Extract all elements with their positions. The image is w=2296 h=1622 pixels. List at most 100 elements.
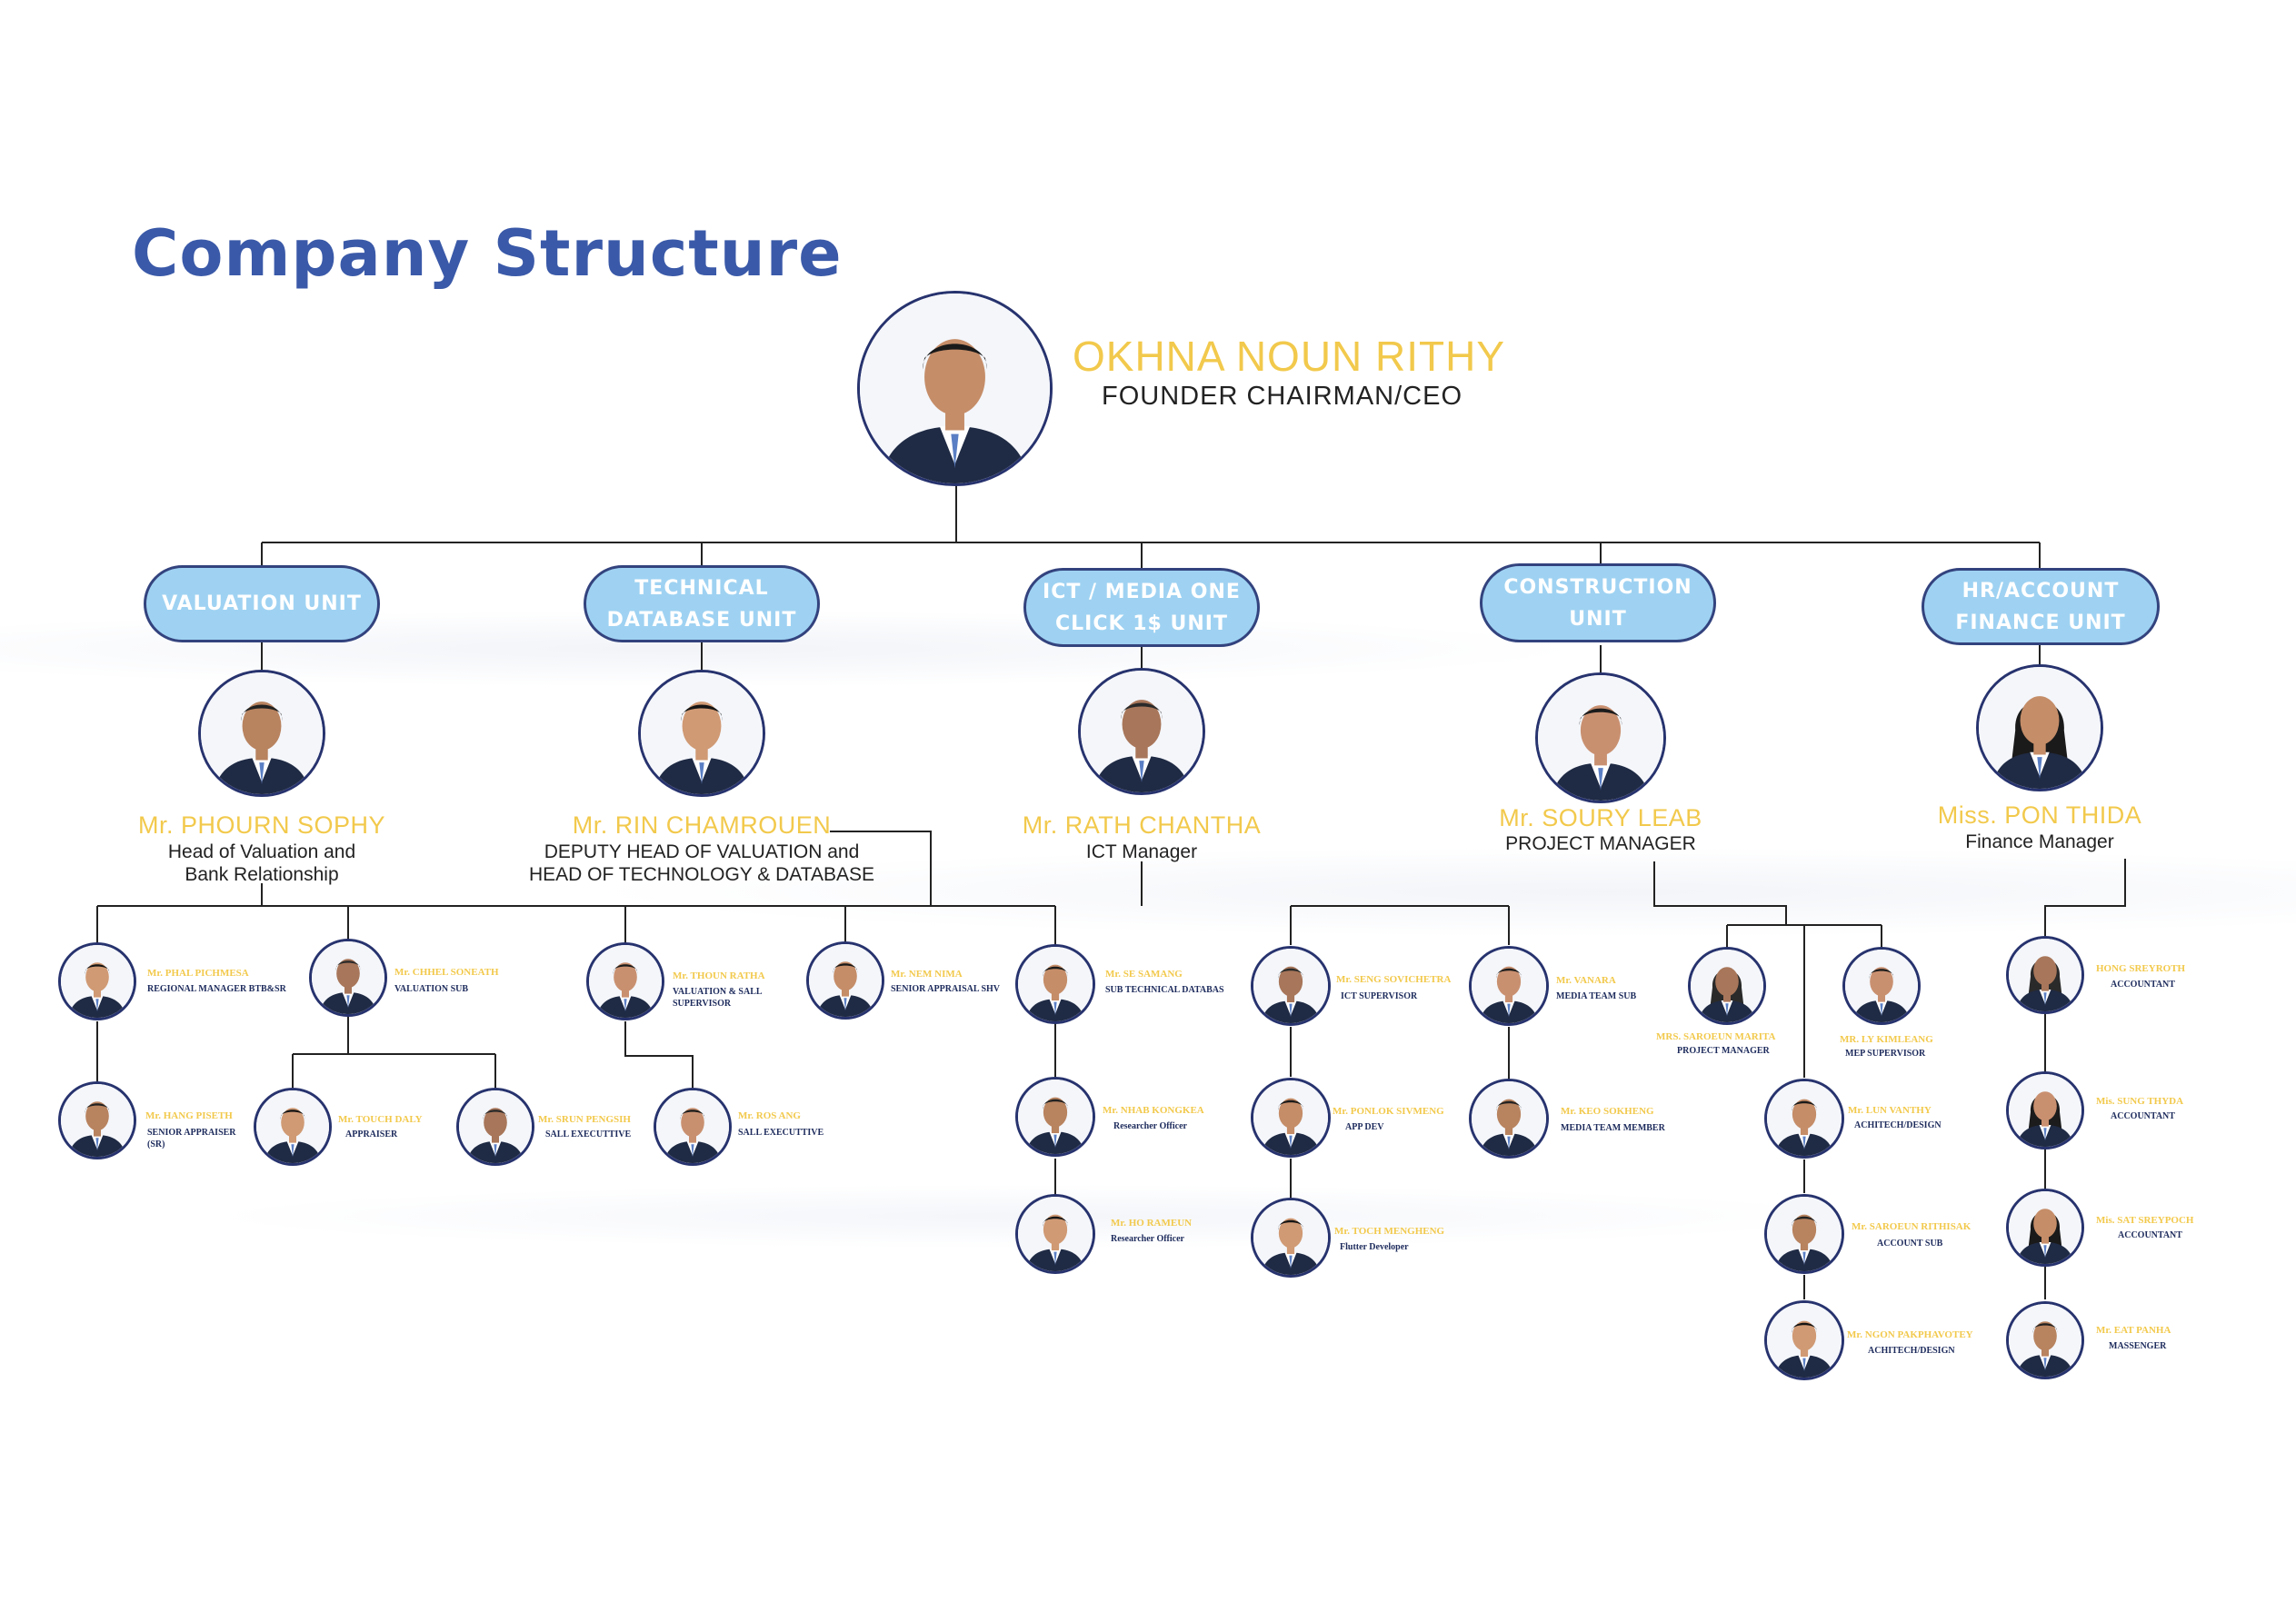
staff-avatar [1015,944,1095,1024]
staff-role: Researcher Officer [1111,1234,1184,1244]
staff-avatar [58,1081,136,1159]
staff-avatar [58,942,136,1020]
staff-role: SALL EXECUTTIVE [545,1129,632,1139]
staff-role: ACCOUNTANT [2111,980,2175,990]
staff-role: ACCOUNT SUB [1877,1239,1943,1249]
staff-role: VALUATION & SALL SUPERVISOR [673,987,763,1009]
staff-avatar [2006,1301,2084,1379]
staff-role: Researcher Officer [1113,1121,1187,1131]
ceo-title: FOUNDER CHAIRMAN/CEO [1102,382,1463,411]
staff-role: MEDIA TEAM SUB [1556,991,1637,1001]
staff-role: ACHITECH/DESIGN [1854,1120,1942,1130]
staff-role: VALUATION SUB [394,984,469,994]
staff-name: Mr. NEM NIMA [891,969,963,980]
head-name: Mr. PHOURN SOPHY [137,811,386,839]
staff-avatar [309,939,387,1017]
staff-role: ACHITECH/DESIGN [1868,1346,1955,1356]
head-avatar [1078,668,1205,795]
staff-avatar [1764,1079,1844,1159]
staff-role: MASSENGER [2109,1341,2167,1351]
staff-role: SENIOR APPRAISER (SR) [147,1128,236,1149]
staff-role: ICT SUPERVISOR [1341,991,1418,1001]
head-name: Mr. RATH CHANTHA [1022,811,1262,839]
staff-role: SENIOR APPRAISAL SHV [891,984,1001,994]
staff-avatar [1251,1198,1331,1278]
head-avatar [1535,672,1666,803]
staff-name: Mr. KEO SOKHENG [1561,1106,1654,1117]
head-role: ICT Manager [1085,841,1198,862]
staff-avatar [2006,1071,2084,1149]
staff-name: Mr. NGON PAKPHAVOTEY [1847,1329,1973,1340]
staff-role: PROJECT MANAGER [1677,1046,1770,1056]
staff-name: Mis. SAT SREYPOCH [2096,1215,2194,1226]
staff-avatar [654,1088,732,1166]
head-avatar [638,670,765,797]
staff-name: Mr. NHAB KONGKEA [1103,1105,1204,1116]
staff-avatar [806,941,884,1020]
staff-name: Mr. VANARA [1556,975,1616,986]
head-name: Miss. PON THIDA [1937,801,2142,829]
staff-avatar [586,942,664,1020]
staff-name: Mr. TOCH MENGHENG [1334,1226,1445,1237]
unit-hr-finance: HR/ACCOUNT FINANCE UNIT [1922,568,2160,645]
unit-construction: CONSTRUCTION UNIT [1480,563,1716,642]
head-name: Mr. SOURY LEAB [1499,804,1702,831]
page-title: Company Structure [132,216,843,291]
staff-name: MR. LY KIMLEANG [1840,1034,1933,1045]
staff-name: MRS. SAROEUN MARITA [1656,1031,1776,1042]
staff-role: APP DEV [1345,1122,1384,1132]
staff-name: Mr. CHHEL SONEATH [394,967,499,978]
staff-avatar [456,1088,534,1166]
staff-name: Mr. EAT PANHA [2096,1325,2171,1336]
staff-avatar [1764,1300,1844,1380]
staff-name: Mr. SAROEUN RITHISAK [1852,1221,1972,1232]
head-name: Mr. RIN CHAMROUEN [572,811,832,839]
staff-role: SALL EXECUTTIVE [738,1128,824,1138]
ceo-avatar [857,291,1053,486]
staff-role: ACCOUNTANT [2118,1230,2182,1240]
unit-ict-media: ICT / MEDIA ONE CLICK 1$ UNIT [1023,568,1260,647]
staff-avatar [1251,946,1331,1026]
staff-role: MEDIA TEAM MEMBER [1561,1123,1665,1133]
staff-avatar [1764,1194,1844,1274]
head-role: Finance Manager [1965,831,2114,852]
head-role: DEPUTY HEAD OF VALUATION and HEAD OF TEC… [528,841,875,885]
staff-avatar [1469,1079,1549,1159]
head-avatar [198,670,325,797]
staff-role: SUB TECHNICAL DATABAS [1105,985,1224,995]
staff-name: Mr. PONLOK SIVMENG [1333,1106,1444,1117]
staff-role: ACCOUNTANT [2111,1111,2175,1121]
staff-avatar [1251,1078,1331,1158]
staff-name: Mr. PHAL PICHMESA [147,968,249,979]
staff-name: Mis. SUNG THYDA [2096,1096,2184,1107]
head-role: Head of Valuation and Bank Relationship [167,841,356,885]
staff-avatar [1842,947,1921,1025]
staff-name: Mr. LUN VANTHY [1848,1105,1932,1116]
staff-avatar [1688,947,1766,1025]
staff-name: Mr. TOUCH DALY [338,1114,423,1125]
staff-name: Mr. SENG SOVICHETRA [1336,974,1452,985]
staff-avatar [1469,946,1549,1026]
staff-avatar [1015,1077,1095,1157]
staff-role: MEP SUPERVISOR [1845,1049,1926,1059]
staff-name: Mr. ROS ANG [738,1110,801,1121]
staff-name: Mr. THOUN RATHA [673,970,765,981]
unit-technical-database: TECHNICAL DATABASE UNIT [584,565,820,642]
staff-avatar [2006,1189,2084,1267]
staff-avatar [1015,1194,1095,1274]
staff-role: REGIONAL MANAGER BTB&SR [147,984,286,994]
staff-name: Mr. SE SAMANG [1105,969,1183,980]
staff-role: Flutter Developer [1340,1242,1409,1252]
staff-role: APPRAISER [345,1129,398,1139]
staff-name: HONG SREYROTH [2096,963,2186,974]
staff-name: Mr. HANG PISETH [145,1110,233,1121]
ceo-name: OKHNA NOUN RITHY [1073,333,1506,380]
staff-avatar [254,1088,332,1166]
staff-name: Mr. HO RAMEUN [1111,1218,1193,1229]
unit-valuation: VALUATION UNIT [144,565,380,642]
head-role: PROJECT MANAGER [1505,833,1696,854]
staff-name: Mr. SRUN PENGSIH [538,1114,631,1125]
staff-avatar [2006,936,2084,1014]
